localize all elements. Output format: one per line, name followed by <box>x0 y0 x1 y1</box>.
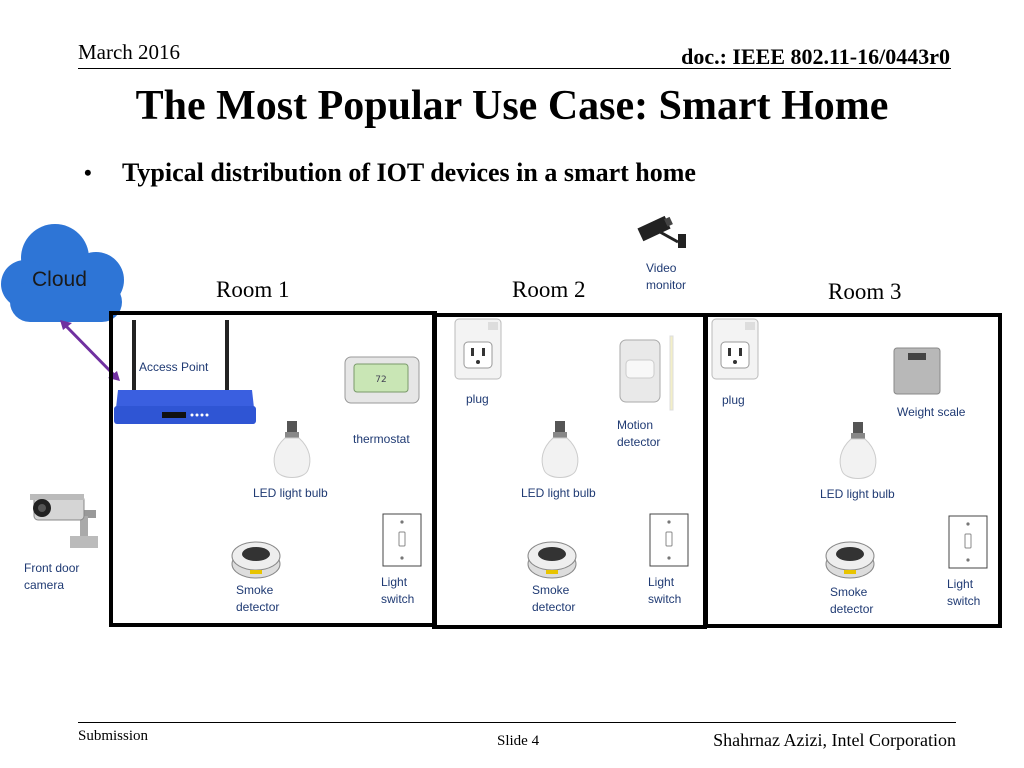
bullet-marker: • <box>84 160 92 185</box>
cloud-label: Cloud <box>32 268 87 291</box>
room-3-led-bulb-label: LED light bulb <box>820 487 895 501</box>
room-3-plug-label: plug <box>722 393 745 407</box>
room-3-smart-plug-icon <box>711 318 759 380</box>
room-1-smoke-detector-label: Smoke detector <box>236 583 280 614</box>
room-3-led-bulb-icon <box>839 422 877 479</box>
thermostat-icon: 72 <box>344 356 420 404</box>
room-2-light-switch-label: Light switch <box>648 575 682 606</box>
motion-detector-icon <box>619 335 674 411</box>
room-3-smoke-detector-label: Smoke detector <box>830 585 874 616</box>
front-door-camera-icon <box>30 494 98 548</box>
room-3-box <box>704 313 1002 628</box>
room-1-label: Room 1 <box>216 277 290 302</box>
room-1-smoke-detector-icon <box>231 541 281 579</box>
room-2-smart-plug-icon <box>454 318 502 380</box>
access-point-router-icon <box>114 320 256 424</box>
room-3-light-switch-icon <box>948 515 988 569</box>
room-2-plug-label: plug <box>466 392 489 406</box>
room-1-led-bulb-label: LED light bulb <box>253 486 328 500</box>
motion-detector-label: Motion detector <box>617 418 661 449</box>
slide-title: The Most Popular Use Case: Smart Home <box>135 83 889 129</box>
bullet-text: Typical distribution of IOT devices in a… <box>122 158 696 187</box>
front-door-camera-label: Front door camera <box>24 561 80 592</box>
weight-scale-icon <box>893 347 941 395</box>
footer-rule <box>78 722 956 723</box>
footer-submission: Submission <box>78 728 149 744</box>
video-monitor-label: Video monitor <box>646 261 687 292</box>
header-doc-id: doc.: IEEE 802.11-16/0443r0 <box>681 44 950 69</box>
room-3-smoke-detector-icon <box>825 541 875 579</box>
footer-slide-number: Slide 4 <box>497 733 540 749</box>
room-1-light-switch-label: Light switch <box>381 575 415 606</box>
room-2-led-bulb-icon <box>541 421 579 478</box>
room-1-light-switch-icon <box>382 513 422 567</box>
thermostat-label: thermostat <box>353 432 410 446</box>
room-3-label: Room 3 <box>828 279 902 304</box>
header-rule <box>78 68 951 69</box>
room-2-smoke-detector-label: Smoke detector <box>532 583 576 614</box>
room-3-light-switch-label: Light switch <box>947 577 981 608</box>
room-2-light-switch-icon <box>649 513 689 567</box>
video-monitor-camera-icon <box>637 215 686 248</box>
cloud-icon <box>1 224 124 322</box>
footer-author: Shahrnaz Azizi, Intel Corporation <box>713 730 956 750</box>
weight-scale-label: Weight scale <box>897 405 966 419</box>
access-point-label: Access Point <box>139 360 209 374</box>
svg-text:72: 72 <box>375 375 386 385</box>
room-1-led-bulb-icon <box>273 421 311 478</box>
room-2-label: Room 2 <box>512 277 586 302</box>
header-date: March 2016 <box>78 40 181 64</box>
room-2-smoke-detector-icon <box>527 541 577 579</box>
room-2-led-bulb-label: LED light bulb <box>521 486 596 500</box>
